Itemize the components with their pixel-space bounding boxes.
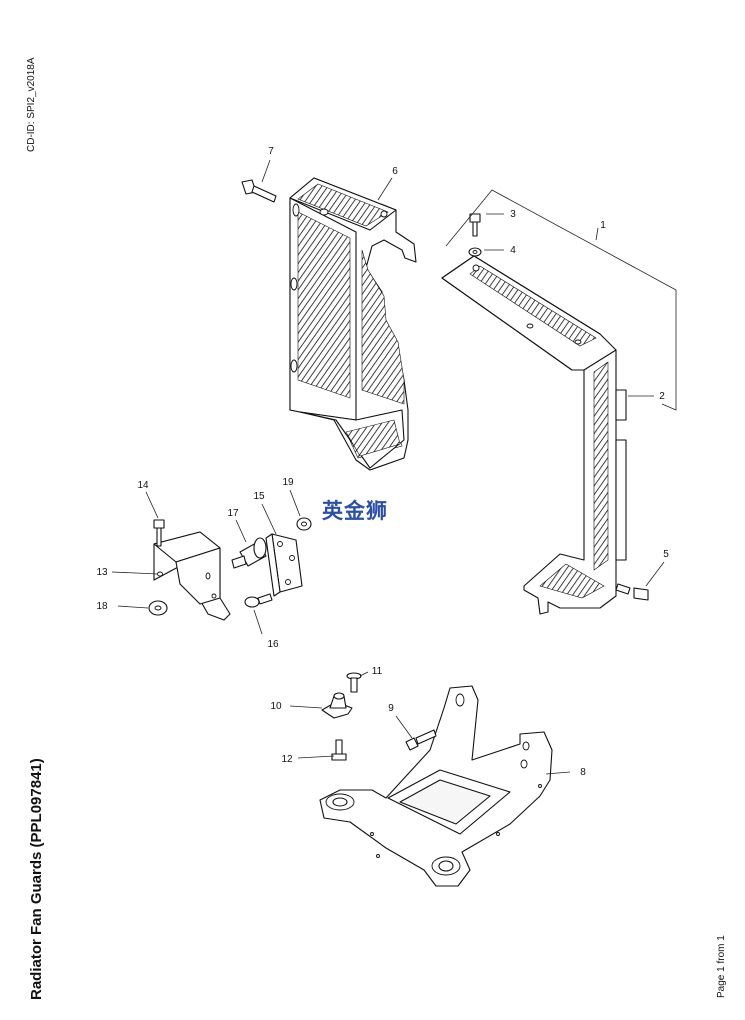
bolt-part-16 [244, 593, 273, 608]
callout-6: 6 [392, 166, 398, 177]
callout-10: 10 [270, 701, 282, 712]
bolt-part-5 [615, 583, 649, 601]
callout-9: 9 [388, 703, 394, 714]
callout-18: 18 [96, 601, 108, 612]
support-frame-part-8 [319, 685, 553, 887]
callout-4: 4 [510, 245, 516, 256]
callout-11: 11 [372, 666, 383, 677]
callout-13: 13 [96, 567, 108, 578]
bolt-part-7 [241, 179, 277, 203]
bolt-part-3 [469, 213, 481, 237]
fan-guard-left-part-6 [289, 177, 417, 471]
callout-5: 5 [663, 549, 669, 560]
nut-part-19 [296, 517, 312, 531]
callout-17: 17 [227, 508, 239, 519]
washer-part-4 [468, 247, 482, 257]
callout-8: 8 [580, 767, 586, 778]
rubber-mount-part-17 [231, 537, 267, 569]
callout-19: 19 [282, 477, 294, 488]
nut-part-18 [148, 600, 168, 616]
callout-labels: 1 2 3 4 5 6 7 8 9 10 11 12 13 14 15 16 1… [96, 146, 669, 778]
bolt-part-12 [331, 739, 347, 761]
callout-15: 15 [253, 491, 265, 502]
callout-1: 1 [600, 220, 606, 231]
leader-lines [111, 159, 677, 775]
bracket-part-13 [153, 531, 231, 621]
mount-plate-part-15 [265, 533, 303, 597]
screw-part-11 [346, 672, 362, 693]
bolt-part-14 [153, 519, 165, 547]
watermark-text: 英金狮 [322, 499, 388, 523]
callout-2: 2 [659, 391, 665, 402]
callout-12: 12 [281, 754, 293, 765]
anti-vibration-mount-part-10 [321, 692, 353, 719]
callout-14: 14 [137, 480, 149, 491]
callout-3: 3 [510, 209, 516, 220]
callout-7: 7 [268, 146, 274, 157]
callout-16: 16 [267, 639, 279, 650]
bolt-part-9 [405, 729, 437, 751]
fan-guard-right-part-2 [441, 255, 627, 615]
